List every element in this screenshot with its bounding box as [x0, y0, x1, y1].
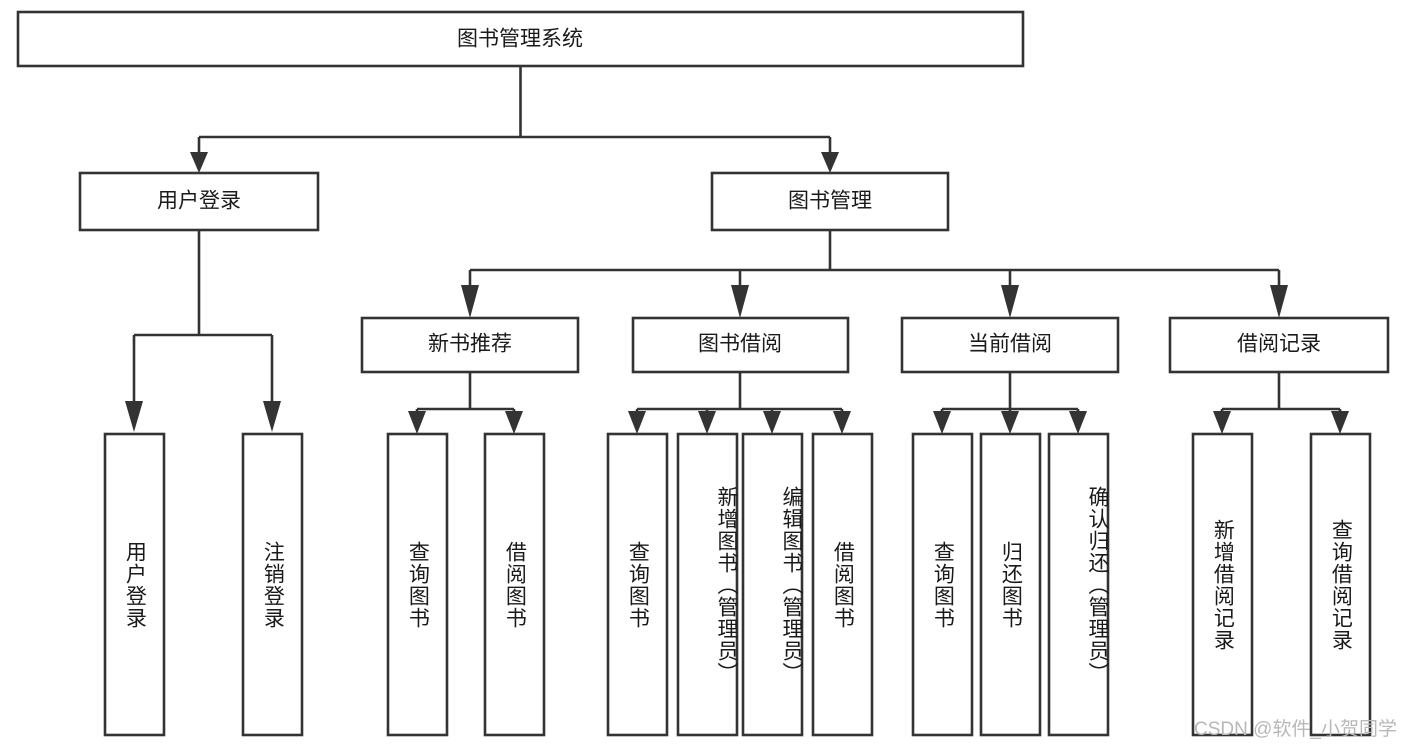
arrow-book-borrow-leaf-2: [698, 411, 716, 434]
arrow-user-login-leaf-1: [125, 401, 143, 432]
leaf-box-book-borrow-1[interactable]: [606, 432, 669, 737]
leaf-boxes-new-book-recommend: [386, 432, 546, 737]
leaf-boxes-user-login: [103, 432, 304, 737]
arrow-book-mgmt-to-borrow: [731, 285, 749, 318]
node-root[interactable]: 图书管理系统: [16, 10, 1025, 68]
node-user-login[interactable]: 用户登录: [78, 171, 320, 232]
leaf-box-user-login-1[interactable]: [103, 432, 166, 737]
node-book-management[interactable]: 图书管理: [710, 171, 950, 232]
leaf-box-current-borrow-3[interactable]: [1047, 432, 1110, 737]
connectors-book-mgmt-to-level3: [461, 230, 1288, 318]
node-current-borrow[interactable]: 当前借阅: [900, 316, 1120, 374]
leaf-boxes-current-borrow: [911, 432, 1110, 737]
node-root-box[interactable]: [16, 10, 1025, 68]
arrow-book-mgmt-to-records: [1270, 285, 1288, 318]
node-user-login-box[interactable]: [78, 171, 320, 232]
leaf-box-current-borrow-1[interactable]: [911, 432, 974, 737]
leaf-boxes-book-borrow: [606, 432, 874, 737]
connectors-new-book-to-leaves: [408, 372, 523, 434]
arrow-borrow-records-leaf-1: [1213, 411, 1231, 434]
node-book-management-box[interactable]: [710, 171, 950, 232]
node-borrow-records-label: 借阅记录: [1237, 333, 1321, 356]
node-current-borrow-label: 当前借阅: [968, 333, 1052, 356]
connectors-user-login-to-leaves: [125, 230, 281, 432]
arrow-borrow-records-leaf-2: [1331, 411, 1349, 434]
node-borrow-records-box[interactable]: [1168, 316, 1390, 374]
node-new-book-recommend-label: 新书推荐: [428, 333, 512, 356]
leaf-box-new-book-1[interactable]: [386, 432, 449, 737]
arrow-new-book-leaf-2: [505, 411, 523, 434]
leaf-box-user-login-2[interactable]: [241, 432, 304, 737]
node-current-borrow-box[interactable]: [900, 316, 1120, 374]
leaf-box-book-borrow-3[interactable]: [741, 432, 804, 737]
leaf-box-borrow-records-1[interactable]: [1191, 432, 1254, 737]
node-new-book-recommend-box[interactable]: [360, 316, 580, 374]
connectors-borrow-records-to-leaves: [1213, 372, 1349, 434]
node-book-borrow[interactable]: 图书借阅: [631, 316, 850, 374]
arrow-current-borrow-leaf-3: [1069, 411, 1087, 434]
leaf-box-current-borrow-2[interactable]: [979, 432, 1042, 737]
connectors-current-borrow-to-leaves: [933, 372, 1087, 434]
leaf-box-new-book-2[interactable]: [483, 432, 546, 737]
node-user-login-label: 用户登录: [157, 190, 241, 213]
node-book-borrow-box[interactable]: [631, 316, 850, 374]
leaf-box-book-borrow-4[interactable]: [811, 432, 874, 737]
node-book-borrow-label: 图书借阅: [698, 333, 782, 356]
connectors-book-borrow-to-leaves: [628, 372, 851, 434]
arrow-book-borrow-leaf-4: [833, 411, 851, 434]
node-book-management-label: 图书管理: [788, 190, 872, 213]
leaf-boxes-borrow-records: [1191, 432, 1372, 737]
leaf-box-book-borrow-2[interactable]: [676, 432, 739, 737]
arrow-book-mgmt-to-current: [1001, 285, 1019, 318]
arrow-user-login-leaf-2: [263, 401, 281, 432]
arrow-current-borrow-leaf-2: [1001, 411, 1019, 434]
node-root-label: 图书管理系统: [457, 28, 583, 51]
node-borrow-records[interactable]: 借阅记录: [1168, 316, 1390, 374]
csdn-watermark: CSDN @软件_小贺同学: [1194, 719, 1397, 740]
connectors-root-to-level2: [190, 66, 839, 173]
leaf-box-borrow-records-2[interactable]: [1309, 432, 1372, 737]
arrow-root-to-book-mgmt: [821, 152, 839, 173]
arrow-current-borrow-leaf-1: [933, 411, 951, 434]
arrow-root-to-user-login: [190, 152, 208, 173]
arrow-new-book-leaf-1: [408, 411, 426, 434]
node-new-book-recommend[interactable]: 新书推荐: [360, 316, 580, 374]
arrow-book-mgmt-to-new-book: [461, 285, 479, 318]
arrow-book-borrow-leaf-1: [628, 411, 646, 434]
arrow-book-borrow-leaf-3: [763, 411, 781, 434]
